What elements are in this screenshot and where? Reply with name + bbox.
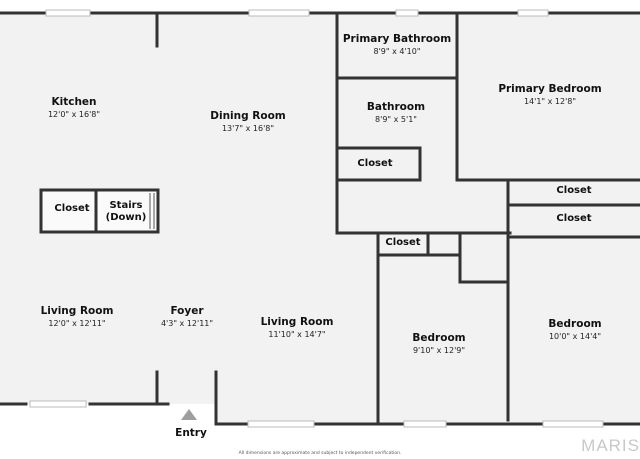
watermark: MARIS <box>581 436 640 455</box>
room-primary-bathroom: Primary Bathroom 8'9" x 4'10" <box>342 33 452 57</box>
room-dining-room-name: Dining Room <box>210 110 286 122</box>
room-bedroom-east-name: Bedroom <box>548 318 602 330</box>
room-foyer: Foyer 4'3" x 12'11" <box>152 305 222 329</box>
room-bathroom-name: Bathroom <box>366 101 426 113</box>
room-bedroom-center-dim: 9'10" x 12'9" <box>412 346 466 355</box>
stairs-label: Stairs (Down) <box>100 200 152 224</box>
room-primary-bedroom: Primary Bedroom 14'1" x 12'8" <box>495 83 605 107</box>
closet-east-lower-label: Closet <box>556 213 592 224</box>
room-primary-bathroom-name: Primary Bathroom <box>342 33 452 45</box>
entry-label: Entry <box>175 427 207 439</box>
closet-hall-upper-label: Closet <box>357 158 393 169</box>
room-bedroom-center: Bedroom 9'10" x 12'9" <box>399 332 479 356</box>
room-kitchen-name: Kitchen <box>51 96 97 108</box>
room-living-room-main-dim: 11'10" x 14'7" <box>268 330 326 339</box>
floor-fill <box>0 13 640 424</box>
room-bedroom-east: Bedroom 10'0" x 14'4" <box>535 318 615 342</box>
closet-hall-lower-label: Closet <box>385 237 421 248</box>
stairs-label-line2: (Down) <box>105 212 147 223</box>
room-bathroom: Bathroom 8'9" x 5'1" <box>356 101 436 125</box>
closet-west-label: Closet <box>54 203 90 214</box>
windows <box>29 9 604 428</box>
room-bedroom-center-name: Bedroom <box>412 332 466 344</box>
entry-arrow-icon <box>181 409 197 420</box>
room-foyer-dim: 4'3" x 12'11" <box>160 319 214 328</box>
room-foyer-name: Foyer <box>170 305 204 317</box>
room-primary-bedroom-dim: 14'1" x 12'8" <box>523 97 577 106</box>
room-living-room-main: Living Room 11'10" x 14'7" <box>251 316 343 340</box>
room-kitchen-dim: 12'0" x 16'8" <box>47 110 101 119</box>
room-living-room-west-dim: 12'0" x 12'11" <box>48 319 106 328</box>
room-bedroom-east-dim: 10'0" x 14'4" <box>548 332 602 341</box>
room-primary-bedroom-name: Primary Bedroom <box>498 83 602 95</box>
room-dining-room-dim: 13'7" x 16'8" <box>221 124 275 133</box>
room-primary-bathroom-dim: 8'9" x 4'10" <box>373 47 421 56</box>
room-dining-room: Dining Room 13'7" x 16'8" <box>198 110 298 134</box>
closet-east-upper-label: Closet <box>556 185 592 196</box>
room-kitchen: Kitchen 12'0" x 16'8" <box>34 96 114 120</box>
stairs-box <box>94 188 160 234</box>
room-living-room-west: Living Room 12'0" x 12'11" <box>32 305 122 329</box>
stairs-label-line1: Stairs <box>109 200 143 211</box>
room-living-room-main-name: Living Room <box>260 316 334 328</box>
room-bathroom-dim: 8'9" x 5'1" <box>375 115 417 124</box>
room-living-room-west-name: Living Room <box>40 305 114 317</box>
footnote: All dimensions are approximate and subje… <box>238 451 402 456</box>
